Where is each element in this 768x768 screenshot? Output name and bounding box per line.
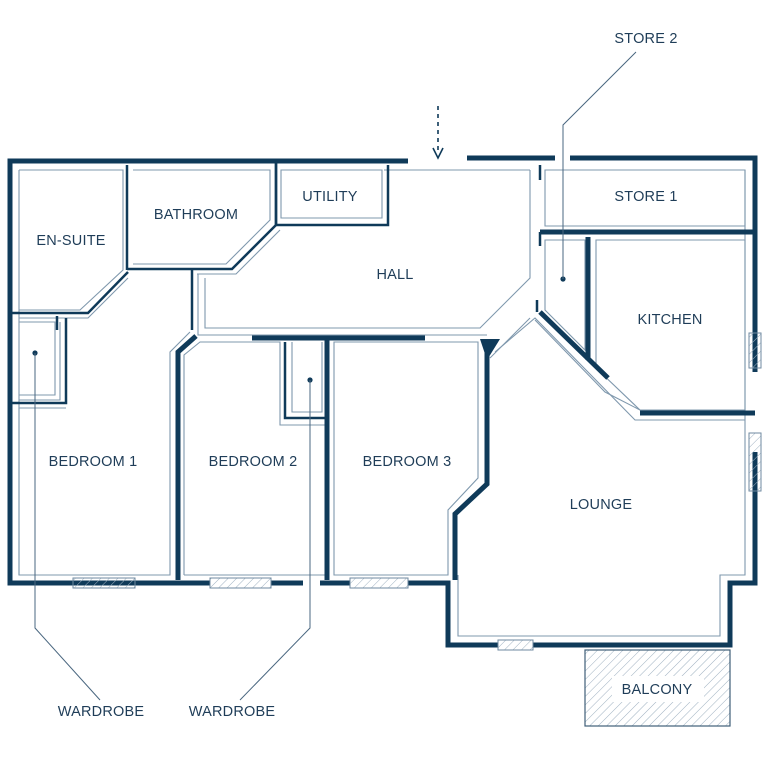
label-en-suite: EN-SUITE (36, 233, 105, 249)
label-store-2: STORE 2 (614, 31, 677, 47)
window-lounge-bottom (497, 639, 534, 651)
label-kitchen: KITCHEN (637, 312, 702, 328)
label-wardrobe-2: WARDROBE (189, 704, 276, 720)
label-bedroom-1: BEDROOM 1 (49, 454, 138, 470)
window-bedroom-3 (349, 577, 409, 589)
label-bathroom: BATHROOM (154, 207, 238, 223)
kitchen-room (595, 239, 755, 416)
hall-room (190, 170, 531, 336)
wardrobe-2 (283, 342, 327, 420)
wardrobe-1 (12, 316, 68, 405)
window-bedroom-1 (72, 577, 136, 589)
callout-leaders (32, 51, 637, 701)
window-bedroom-2 (209, 577, 272, 589)
bedroom-2-room (175, 334, 325, 580)
bedroom-1-room (18, 331, 191, 576)
windows (72, 332, 762, 651)
window-kitchen (748, 332, 762, 369)
label-hall: HALL (376, 267, 413, 283)
label-wardrobe-1: WARDROBE (58, 704, 145, 720)
entrance-arrow-icon (432, 106, 444, 160)
label-balcony: BALCONY (622, 682, 693, 698)
store-1-room (538, 165, 755, 235)
lounge-room (494, 317, 745, 421)
label-utility: UTILITY (302, 189, 358, 205)
store-2-room (535, 232, 591, 360)
label-lounge: LOUNGE (570, 497, 633, 513)
label-bedroom-3: BEDROOM 3 (363, 454, 452, 470)
window-lounge-right (748, 432, 762, 492)
lounge-diagonal-walls (489, 310, 641, 411)
balcony (584, 649, 731, 727)
en-suite-room (12, 165, 129, 319)
room-labels: EN-SUITE BATHROOM UTILITY HALL STORE 1 S… (36, 31, 702, 720)
label-bedroom-2: BEDROOM 2 (209, 454, 298, 470)
label-store-1: STORE 1 (614, 189, 677, 205)
utility-room (274, 163, 390, 227)
bedroom-3-room (252, 335, 500, 580)
